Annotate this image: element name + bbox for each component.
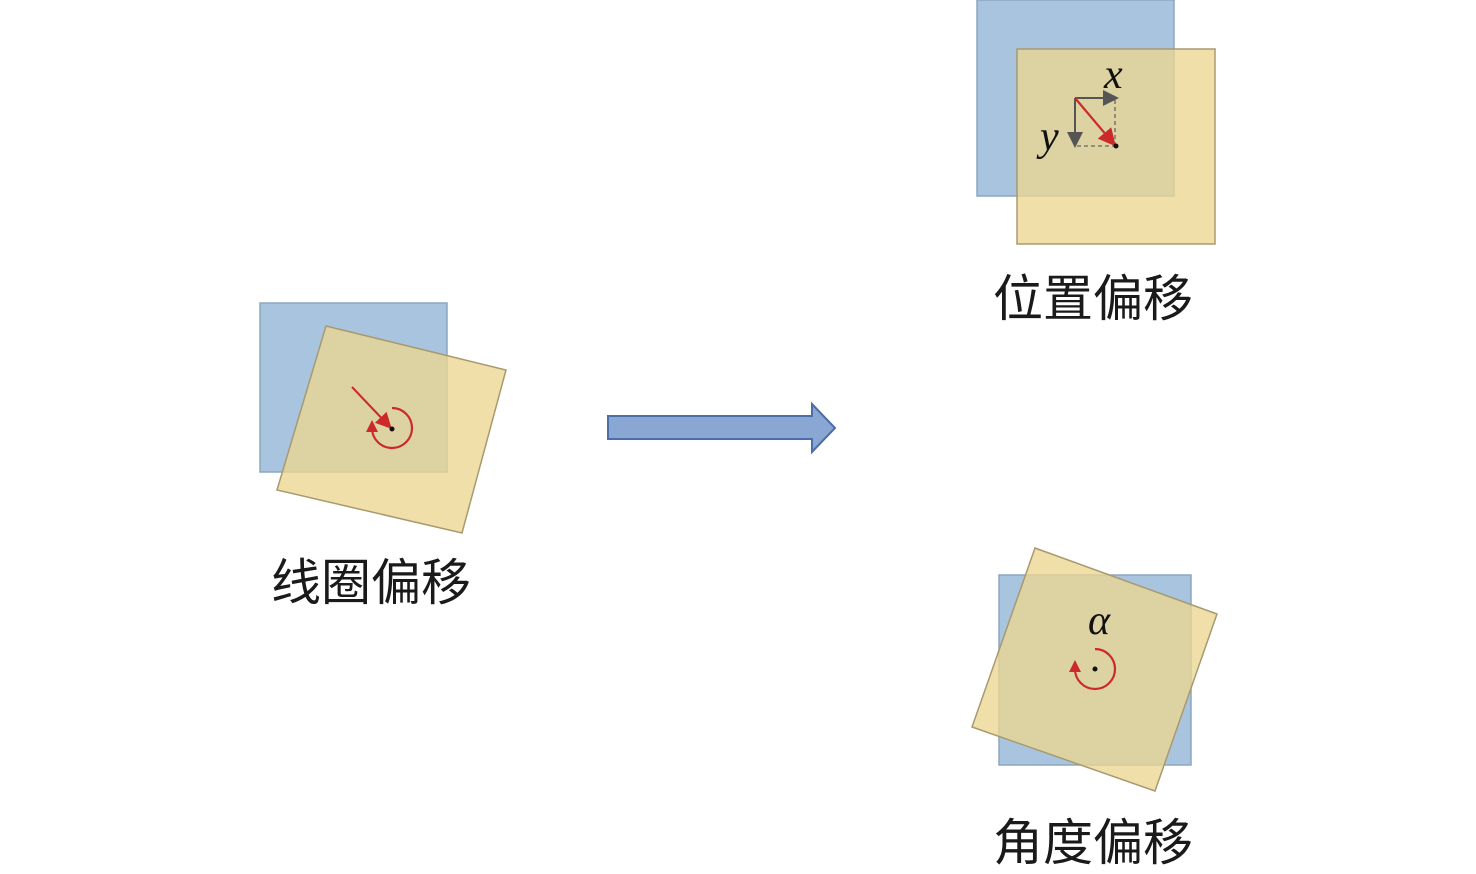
offset-vector-arrow — [1074, 97, 1116, 147]
rotation-arrow-icon — [1073, 647, 1117, 691]
center-point — [1092, 666, 1098, 672]
center-point — [389, 426, 395, 432]
offset-vector-arrow — [351, 386, 392, 429]
alpha-symbol: α — [1088, 598, 1111, 644]
position-offset-label: 位置偏移 — [993, 270, 1193, 328]
coil-offset-figure: 线圈偏移 — [259, 302, 507, 612]
angle-offset-label: 角度偏移 — [993, 814, 1193, 872]
angle-offset-figure: α 角度偏移 — [971, 547, 1218, 872]
y-symbol: y — [1036, 114, 1059, 160]
rotation-arrow-icon — [370, 406, 414, 450]
coil-offset-label: 线圈偏移 — [271, 554, 471, 612]
x-symbol: x — [1103, 52, 1123, 98]
position-offset-figure: x y 位置偏移 — [976, 0, 1216, 328]
right-arrow-icon — [607, 401, 837, 455]
